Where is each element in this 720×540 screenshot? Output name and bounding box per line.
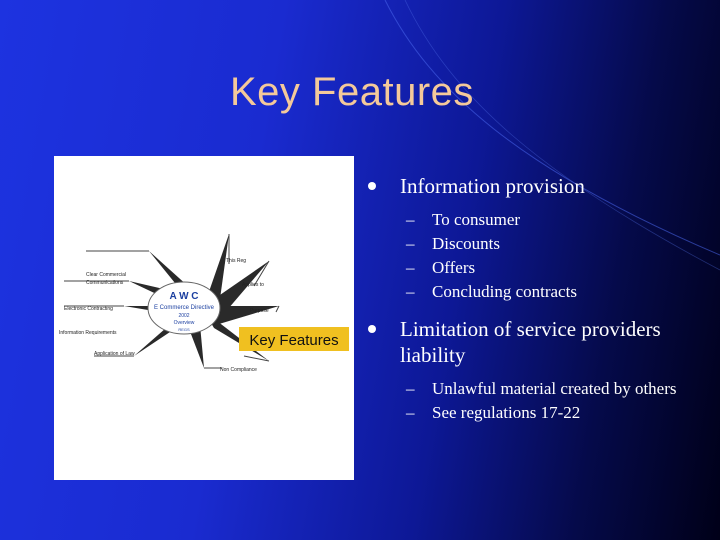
bullet-item: Information provision	[368, 173, 708, 199]
sub-bullet-item: –Concluding contracts	[406, 282, 577, 301]
bullet-list: Information provision –To consumer –Disc…	[368, 173, 708, 425]
diagram-node-applies-to: Applies to	[242, 282, 264, 288]
diagram-center-line-5: REGS	[178, 327, 190, 332]
bullet-item: Limitation of service providers liabilit…	[368, 316, 708, 368]
sub-bullet-text: Offers	[432, 258, 476, 277]
sub-bullet-text: See regulations 17-22	[432, 403, 581, 422]
diagram-center-line-3: 2002	[178, 313, 189, 319]
sub-bullet-text: To consumer	[432, 210, 521, 229]
diagram-center-line-2: E Commerce Directive	[154, 305, 215, 311]
sub-bullet-item: –See regulations 17-22	[406, 403, 581, 422]
diagram-node-clear-commercial: Clear Commercial	[86, 272, 126, 278]
bullet-dot	[368, 325, 376, 333]
sub-bullet-item: –To consumer	[406, 210, 521, 229]
sub-bullet-text: Discounts	[432, 234, 500, 253]
diagram-center-line-1: A W C	[169, 291, 198, 302]
diagram-node-communications: Communications	[86, 280, 124, 286]
sub-bullet-item: –Discounts	[406, 234, 500, 253]
bullet-text: Limitation of service providers liabilit…	[400, 317, 661, 367]
sub-bullet-text: Unlawful material created by others	[432, 379, 677, 398]
diagram-node-information-requirements: Information Requirements	[59, 330, 117, 336]
diagram-node-application-of-law: Application of Law	[94, 351, 135, 357]
diagram-node-this-reg: This Reg	[226, 258, 246, 264]
sub-bullet-item: –Unlawful material created by others	[406, 379, 677, 398]
diagram-node-electronic-contracting: Electronic Contracting	[64, 306, 113, 312]
mind-map-image: A W C E Commerce Directive 2002 Overview…	[54, 156, 354, 480]
bullet-dot	[368, 182, 376, 190]
diagram-center-line-4: Overview	[174, 320, 195, 326]
slide-title: Key Features	[230, 70, 474, 114]
sub-bullet-item: –Offers	[406, 258, 476, 277]
sub-bullet-text: Concluding contracts	[432, 282, 577, 301]
diagram-highlight-label: Key Features	[249, 332, 338, 349]
bullet-text: Information provision	[400, 174, 585, 198]
diagram-node-purpose: Purpose	[250, 308, 269, 314]
diagram-node-non-compliance: Non Compliance	[220, 367, 257, 373]
